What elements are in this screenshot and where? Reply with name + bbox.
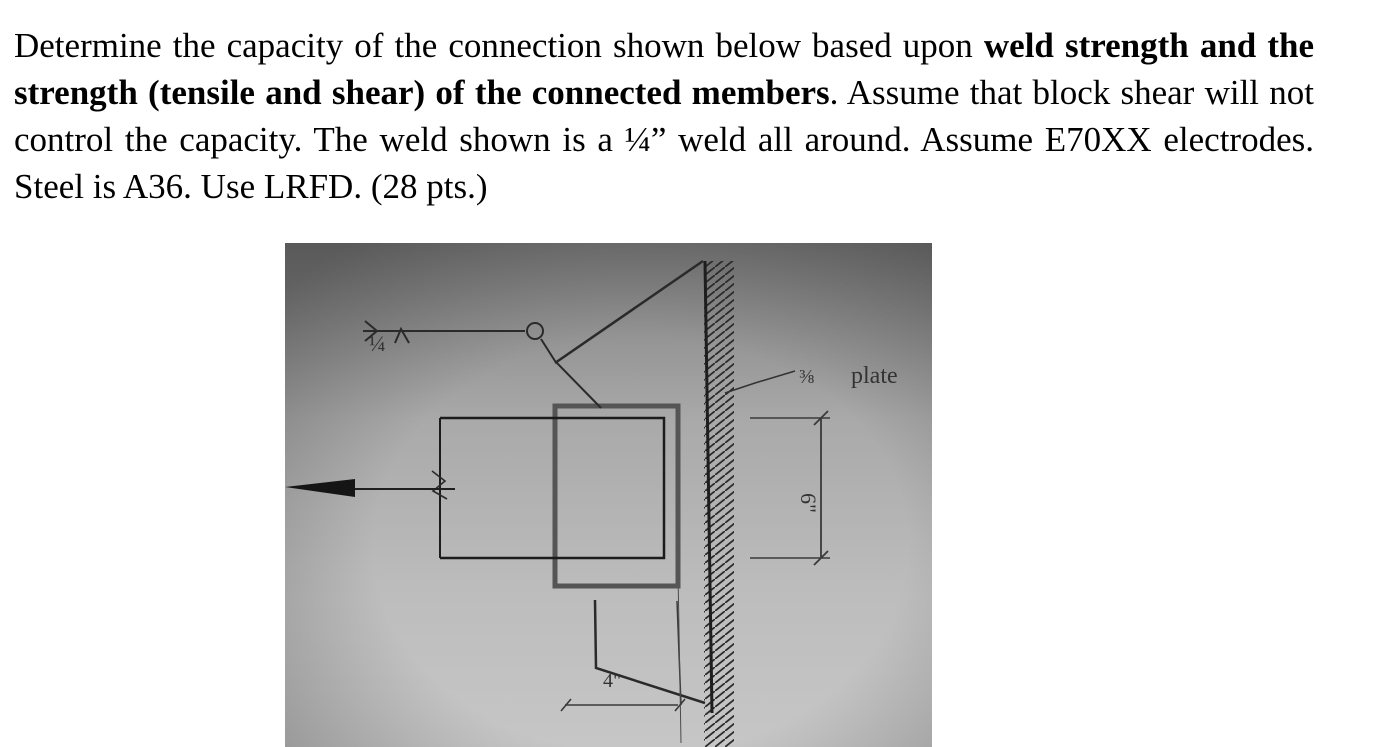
problem-text-details: . Assume that block shear will not contr… <box>14 73 1314 206</box>
width-dimension-label: 6" <box>796 493 821 513</box>
problem-statement: Determine the capacity of the connection… <box>14 22 1314 210</box>
weld-all-around <box>552 403 681 589</box>
wall-face-line <box>703 260 714 714</box>
connection-figure: ¼ ⅜ plate 6" 4" <box>285 243 932 747</box>
plate-extension-line <box>677 572 682 744</box>
plate-top-edge <box>554 259 704 365</box>
weld-size-label: ¼ <box>369 331 386 356</box>
weld-arrow-leader <box>540 338 602 409</box>
connection-diagram: ¼ ⅜ plate 6" 4" <box>285 243 932 747</box>
width-dimension-ticks <box>813 410 829 566</box>
load-arrow-head <box>285 479 355 497</box>
plate-callout-leader <box>724 370 796 394</box>
problem-text-intro: Determine the capacity of the connection… <box>14 26 984 65</box>
plate-bottom-edge <box>593 599 706 705</box>
plate-thickness-label: ⅜ <box>799 366 814 388</box>
break-symbol <box>431 470 448 500</box>
weld-all-around-symbol <box>526 322 544 340</box>
weld-tail <box>364 320 379 342</box>
fillet-weld-symbol <box>394 326 410 344</box>
plate-label: plate <box>851 363 898 389</box>
connected-bar <box>440 416 666 560</box>
problem-text-bold: weld strength and the strength (tensile … <box>14 26 1314 112</box>
length-dimension-ticks <box>560 698 686 712</box>
length-dimension-label: 4" <box>603 670 621 692</box>
